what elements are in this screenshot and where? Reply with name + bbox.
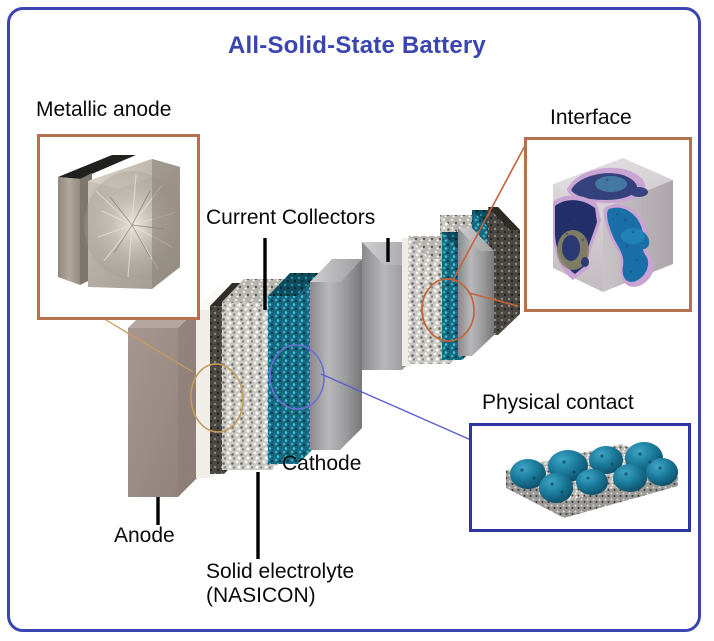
figure-frame: All-Solid-State Battery: [7, 7, 701, 632]
page-title: All-Solid-State Battery: [228, 32, 486, 59]
metallic-anode-inset: [37, 134, 200, 320]
physical-contact-illustration: [506, 442, 678, 518]
label-current-collectors: Current Collectors: [206, 206, 376, 229]
interface-inset-title: Interface: [550, 106, 632, 129]
interface-cube-illustration: [553, 158, 673, 292]
anode-electrolyte-callout: [190, 363, 244, 433]
physical-contact-inset: [469, 423, 691, 532]
label-solid-electrolyte: Solid electrolyte (NASICON): [206, 560, 355, 607]
leader-metallic-anode: [105, 319, 194, 373]
unit-cell-2: [362, 228, 494, 370]
unit-cell-1: [128, 259, 362, 497]
label-cathode: Cathode: [282, 452, 362, 475]
leader-interface-lower: [468, 292, 519, 307]
dendrite-illustration: [58, 155, 180, 289]
cathode-particles: [510, 442, 678, 503]
physical-contact-inset-title: Physical contact: [482, 391, 634, 414]
interface-inset: [524, 137, 692, 312]
leader-physical-contact: [320, 373, 472, 441]
leader-interface: [451, 139, 529, 283]
interface-callout: [421, 278, 475, 342]
label-anode: Anode: [114, 524, 175, 547]
metallic-anode-inset-title: Metallic anode: [36, 98, 172, 121]
battery-stack-illustration: [105, 139, 529, 559]
